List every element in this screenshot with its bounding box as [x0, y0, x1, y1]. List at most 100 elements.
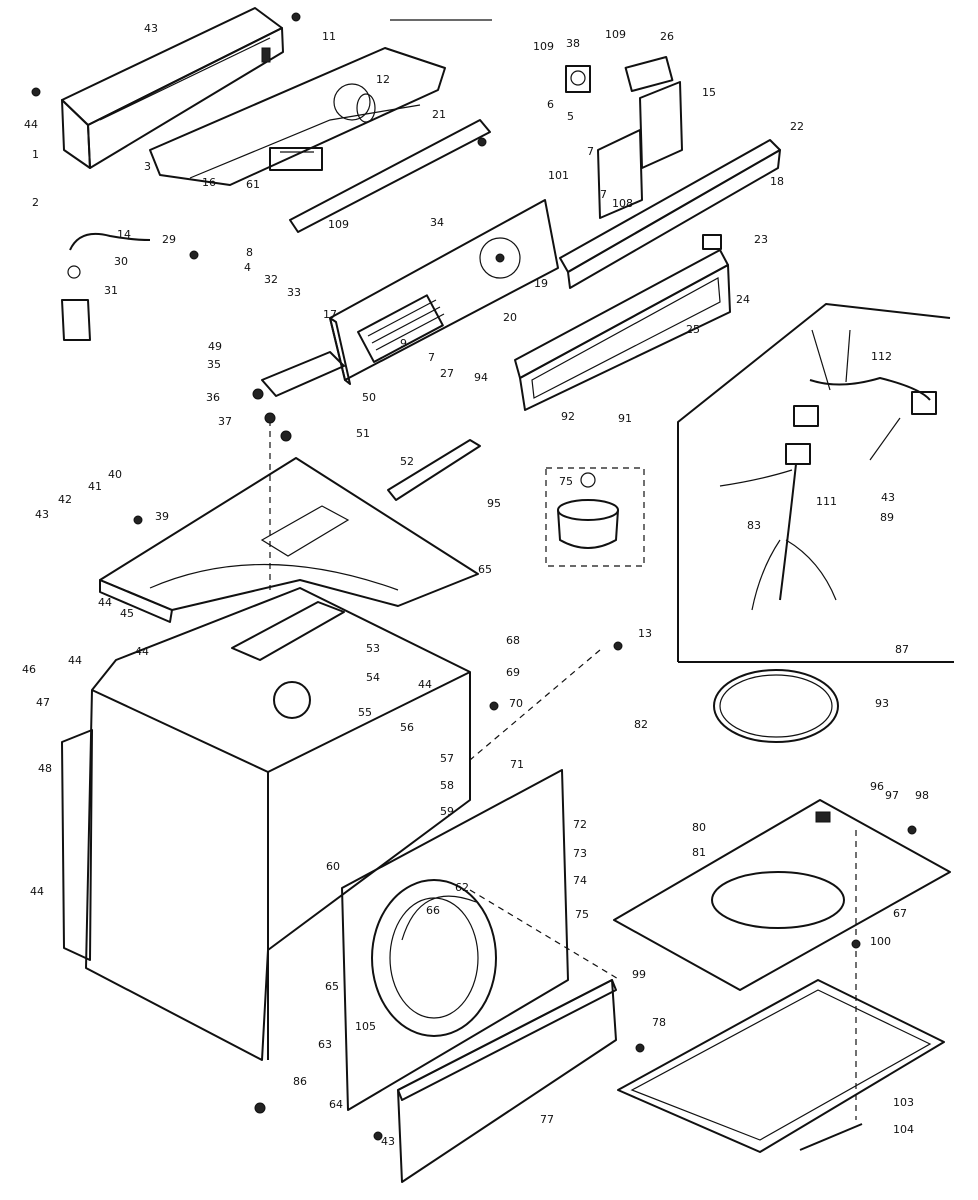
part-number-label: 45	[120, 607, 134, 620]
part-number-label: 17	[323, 308, 337, 321]
part-number-label: 71	[510, 758, 524, 771]
cover-plate-part	[261, 351, 481, 501]
console-strip-part	[559, 139, 781, 289]
part-number-label: 91	[618, 412, 632, 425]
part-number-label: 8	[246, 246, 253, 259]
part-number-label: 95	[487, 497, 501, 510]
part-number-label: 80	[692, 821, 706, 834]
part-number-label: 62	[455, 881, 469, 894]
part-number-label: 7	[587, 145, 594, 158]
part-number-label: 44	[68, 654, 82, 667]
part-number-label: 40	[108, 468, 122, 481]
part-number-label: 43	[144, 22, 158, 35]
control-mount-plate-part	[149, 47, 446, 186]
lower-panel-part	[514, 234, 731, 411]
part-number-label: 44	[98, 596, 112, 609]
part-number-label: 78	[652, 1016, 666, 1029]
part-number-label: 43	[881, 491, 895, 504]
part-number-label: 53	[366, 642, 380, 655]
part-number-label: 77	[540, 1113, 554, 1126]
part-number-label: 7	[600, 188, 607, 201]
part-number-label: 101	[548, 169, 569, 182]
part-number-label: 109	[533, 40, 554, 53]
tub-part	[545, 467, 645, 567]
part-number-label: 94	[474, 371, 488, 384]
part-number-label: 9	[400, 337, 407, 350]
part-number-label: 68	[506, 634, 520, 647]
part-number-label: 51	[356, 427, 370, 440]
part-number-label: 75	[575, 908, 589, 921]
part-number-label: 2	[32, 196, 39, 209]
part-number-label: 39	[155, 510, 169, 523]
part-number-label: 31	[104, 284, 118, 297]
part-number-label: 57	[440, 752, 454, 765]
part-number-label: 105	[355, 1020, 376, 1033]
part-number-label: 34	[430, 216, 444, 229]
top-rail-part	[61, 7, 284, 169]
part-number-label: 50	[362, 391, 376, 404]
part-number-label: 44	[135, 645, 149, 658]
part-number-label: 35	[207, 358, 221, 371]
part-number-label: 22	[790, 120, 804, 133]
part-number-label: 38	[566, 37, 580, 50]
part-number-label: 42	[58, 493, 72, 506]
part-number-label: 48	[38, 762, 52, 775]
part-number-label: 73	[573, 847, 587, 860]
part-number-label: 86	[293, 1075, 307, 1088]
part-number-label: 33	[287, 286, 301, 299]
part-number-label: 1	[32, 148, 39, 161]
drive-belt-part	[713, 669, 839, 743]
cabinet-body-part	[61, 587, 471, 1061]
part-number-label: 24	[736, 293, 750, 306]
part-number-label: 46	[22, 663, 36, 676]
part-number-label: 67	[893, 907, 907, 920]
part-number-label: 43	[381, 1135, 395, 1148]
part-number-label: 12	[376, 73, 390, 86]
part-number-label: 69	[506, 666, 520, 679]
part-number-label: 52	[400, 455, 414, 468]
part-number-label: 72	[573, 818, 587, 831]
part-number-label: 3	[144, 160, 151, 173]
part-number-label: 87	[895, 643, 909, 656]
fasteners	[31, 12, 917, 1141]
part-number-label: 103	[893, 1096, 914, 1109]
assembly-lines	[269, 19, 857, 1120]
toe-panel-part	[397, 979, 617, 1183]
part-number-label: 47	[36, 696, 50, 709]
part-number-label: 70	[509, 697, 523, 710]
hose-part	[61, 232, 151, 341]
part-number-label: 112	[871, 350, 892, 363]
part-number-label: 29	[162, 233, 176, 246]
part-number-label: 92	[561, 410, 575, 423]
part-number-label: 98	[915, 789, 929, 802]
part-number-label: 109	[328, 218, 349, 231]
part-number-label: 37	[218, 415, 232, 428]
part-number-label: 7	[428, 351, 435, 364]
part-number-label: 44	[418, 678, 432, 691]
part-number-label: 6	[547, 98, 554, 111]
part-number-label: 49	[208, 340, 222, 353]
part-number-label: 25	[686, 323, 700, 336]
part-number-label: 23	[754, 233, 768, 246]
part-number-label: 55	[358, 706, 372, 719]
part-number-label: 5	[567, 110, 574, 123]
part-number-label: 111	[816, 495, 837, 508]
part-number-label: 63	[318, 1038, 332, 1051]
cabinet-top-part	[99, 457, 479, 623]
part-number-label: 61	[246, 178, 260, 191]
switch-bracket-part	[565, 55, 683, 219]
part-number-label: 104	[893, 1123, 914, 1136]
part-number-label: 64	[329, 1098, 343, 1111]
part-number-label: 82	[634, 718, 648, 731]
console-panel-part	[329, 199, 559, 385]
part-number-label: 99	[632, 968, 646, 981]
part-number-label: 93	[875, 697, 889, 710]
part-number-label: 54	[366, 671, 380, 684]
part-number-label: 100	[870, 935, 891, 948]
part-number-label: 20	[503, 311, 517, 324]
part-number-label: 58	[440, 779, 454, 792]
part-number-label: 36	[206, 391, 220, 404]
part-number-label: 59	[440, 805, 454, 818]
part-number-label: 13	[638, 627, 652, 640]
part-number-label: 14	[117, 228, 131, 241]
